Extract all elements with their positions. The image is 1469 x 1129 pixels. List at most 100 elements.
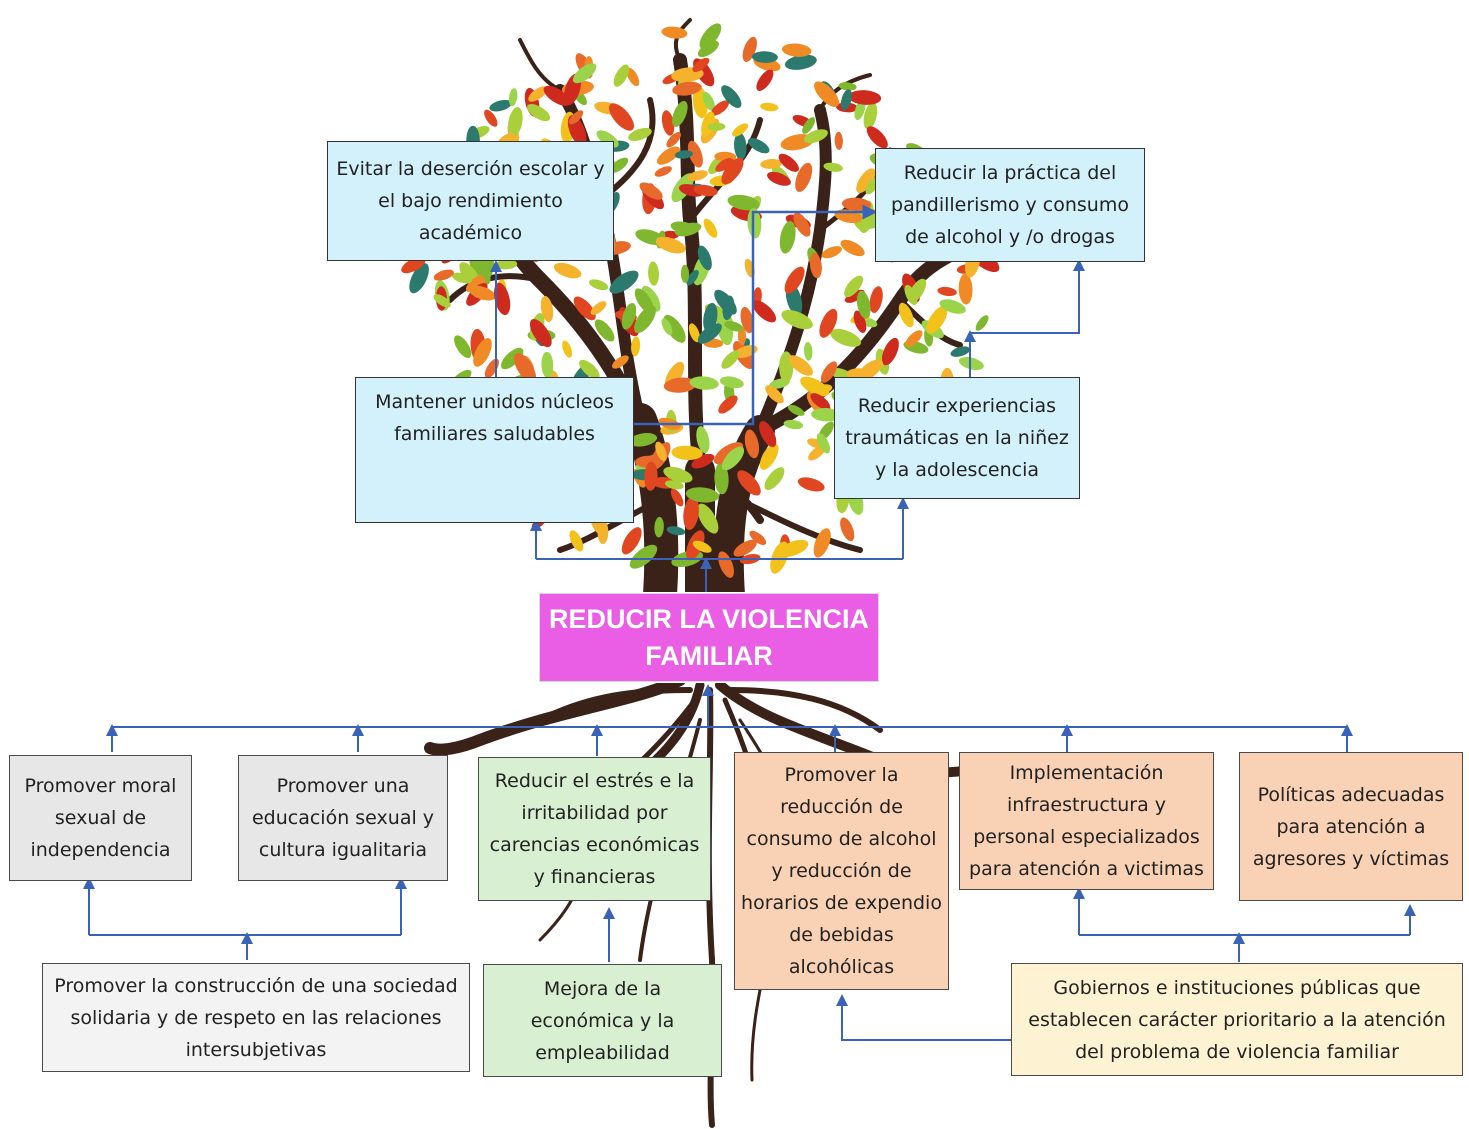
leaf <box>655 236 686 254</box>
leaf <box>734 132 747 160</box>
central-problem-text: REDUCIR LA VIOLENCIA FAMILIAR <box>548 603 869 671</box>
leaf <box>513 353 537 383</box>
leaf <box>787 404 805 416</box>
leaf <box>692 540 712 553</box>
leaf <box>697 245 712 271</box>
leaf <box>484 109 498 127</box>
leaf <box>621 527 642 555</box>
leaf <box>621 302 637 330</box>
leaf <box>663 466 693 483</box>
leaf <box>950 346 971 357</box>
leaf <box>687 170 708 181</box>
leaf <box>656 146 681 165</box>
leaf <box>697 503 719 534</box>
leaf <box>856 168 876 194</box>
leaf <box>661 110 675 136</box>
leaf <box>744 258 755 278</box>
leaf <box>683 496 699 531</box>
leaf <box>809 252 822 279</box>
leaf <box>803 129 828 144</box>
leaf <box>797 477 825 492</box>
leaf <box>779 221 796 254</box>
effect-nucleos-box: Mantener unidos núcleos familiares salud… <box>355 377 634 523</box>
leaf <box>820 361 838 383</box>
leaf <box>631 336 641 357</box>
leaf <box>540 295 554 323</box>
leaf <box>493 282 511 316</box>
leaf <box>765 385 784 404</box>
leaf <box>759 443 779 470</box>
leaf <box>752 300 777 323</box>
leaf <box>721 85 742 108</box>
leaf <box>666 132 681 148</box>
leaf <box>802 117 816 134</box>
leaf <box>693 184 718 197</box>
leaf <box>489 99 512 112</box>
leaf <box>629 544 658 569</box>
effect-traumaticas-text: Reducir experiencias traumáticas en la n… <box>845 395 1069 481</box>
means-politicas-text: Políticas adecuadas para atención a agre… <box>1252 783 1450 870</box>
leaf <box>781 43 812 57</box>
leaf <box>816 433 830 454</box>
leaf <box>783 419 804 430</box>
leaf <box>724 321 744 332</box>
leaf <box>634 305 656 334</box>
leaf <box>719 376 744 389</box>
leaf <box>823 162 843 172</box>
means-alcohol-box: Promover la reducción de consumo de alco… <box>734 752 949 990</box>
leaf <box>821 246 842 259</box>
leaf <box>573 296 596 321</box>
leaf <box>661 318 673 336</box>
leaf <box>562 340 573 358</box>
leaf <box>644 461 658 491</box>
effect-nucleos-text: Mantener unidos núcleos familiares salud… <box>375 391 614 445</box>
leaf <box>740 306 754 334</box>
leaf <box>529 319 552 348</box>
leaf <box>848 90 882 105</box>
leaf <box>553 262 582 279</box>
leaf <box>810 393 831 410</box>
effect-pandillerismo-box: Reducir la práctica del pandillerismo y … <box>875 148 1145 262</box>
leaf <box>528 86 548 102</box>
leaf <box>733 539 757 557</box>
leaf <box>718 551 734 578</box>
leaf <box>856 290 871 319</box>
leaf <box>856 359 883 382</box>
means-moral-box: Promover moral sexual de independencia <box>9 755 192 881</box>
leaf <box>727 194 760 211</box>
leaf <box>686 269 699 286</box>
means-economica-text: Mejora de la económica y la empleabilida… <box>530 977 675 1064</box>
leaf <box>764 467 785 491</box>
means-educacion-text: Promover una educación sexual y cultura … <box>251 775 435 861</box>
leaf <box>703 218 718 238</box>
leaf <box>409 263 429 294</box>
leaf <box>609 270 639 294</box>
leaf <box>778 153 799 172</box>
leaf <box>778 539 809 557</box>
leaf <box>639 182 663 200</box>
leaf <box>468 285 496 301</box>
leaf <box>654 166 672 177</box>
leaf <box>838 82 857 91</box>
means-sociedad-box: Promover la construcción de una sociedad… <box>42 963 470 1072</box>
leaf <box>701 111 715 137</box>
leaf <box>473 338 492 367</box>
leaf <box>711 100 730 116</box>
leaf <box>814 81 840 107</box>
leaf <box>866 126 888 149</box>
leaf <box>589 279 609 291</box>
leaf <box>756 69 774 92</box>
leaf <box>613 64 630 87</box>
leaf <box>905 330 923 347</box>
leaf <box>749 530 767 546</box>
leaf <box>760 158 782 169</box>
leaf <box>691 453 715 469</box>
leaf <box>760 102 779 112</box>
leaf <box>840 239 865 257</box>
leaf <box>881 337 899 366</box>
leaf <box>628 433 658 447</box>
leaf <box>671 445 703 461</box>
leaf <box>663 377 697 393</box>
leaf <box>697 323 722 344</box>
leaf <box>810 384 833 396</box>
